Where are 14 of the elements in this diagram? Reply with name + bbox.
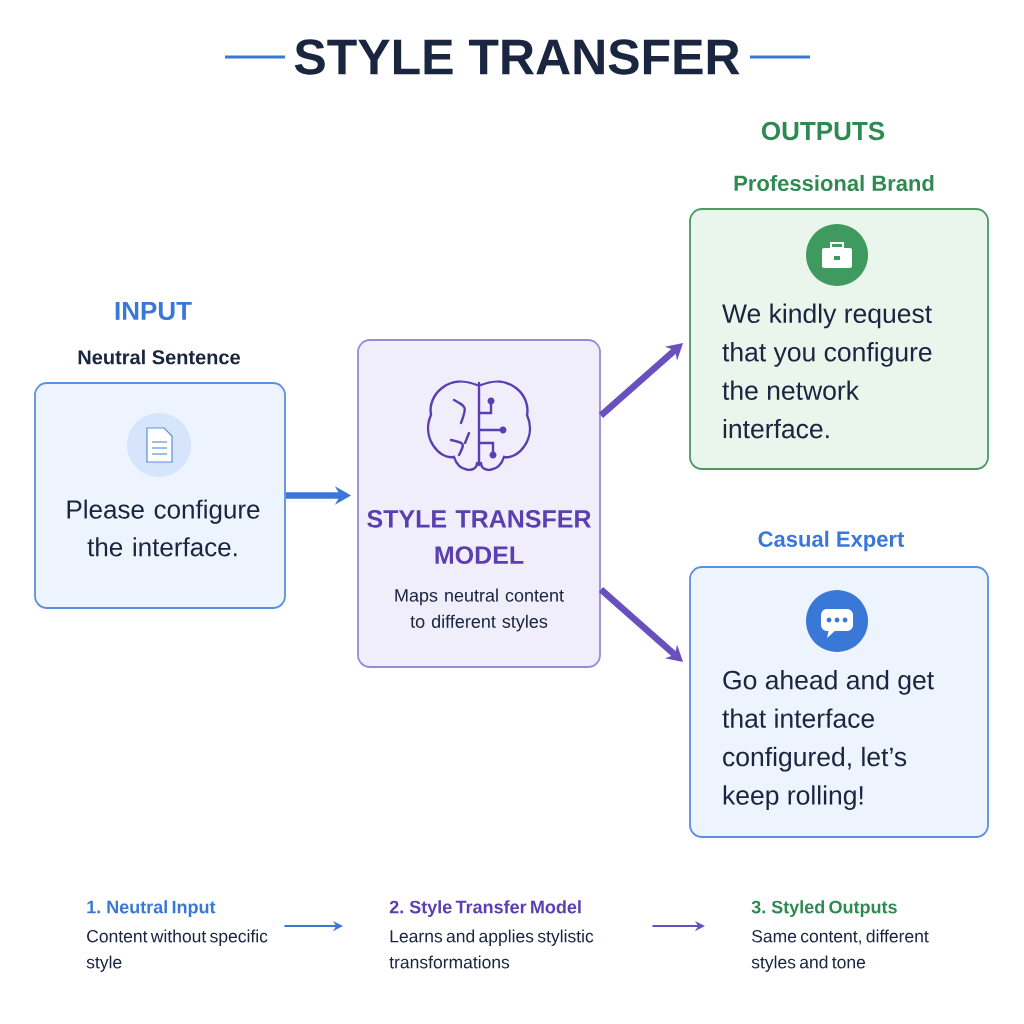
box-heading: Neutral Sentence (78, 349, 240, 365)
box-heading: STYLE TRANSFER MODEL (367, 510, 591, 564)
step-text: 2. Style Transfer Model Learns and applies stylistic transformations (389, 900, 594, 969)
section-label: INPUT (115, 301, 192, 321)
title: STYLE TRANSFER (294, 39, 740, 75)
box-heading: Casual Expert (758, 530, 905, 552)
box-text: Please configure the interface. (67, 499, 260, 557)
box-text: Maps neutral content to different styles (395, 588, 564, 632)
step-text: 1. Neutral Input Content without specific style (86, 900, 268, 972)
step-text: 3. Styled Outputs Same content, different styles and tone (751, 900, 929, 972)
box-text: Go ahead and get that interface configured, let’s keep rolling! (722, 670, 934, 810)
box-text: We kindly request that you configure the network interface. (722, 303, 932, 439)
section-label: OUTPUTS (761, 121, 885, 141)
box-heading: Professional Brand (734, 174, 934, 192)
